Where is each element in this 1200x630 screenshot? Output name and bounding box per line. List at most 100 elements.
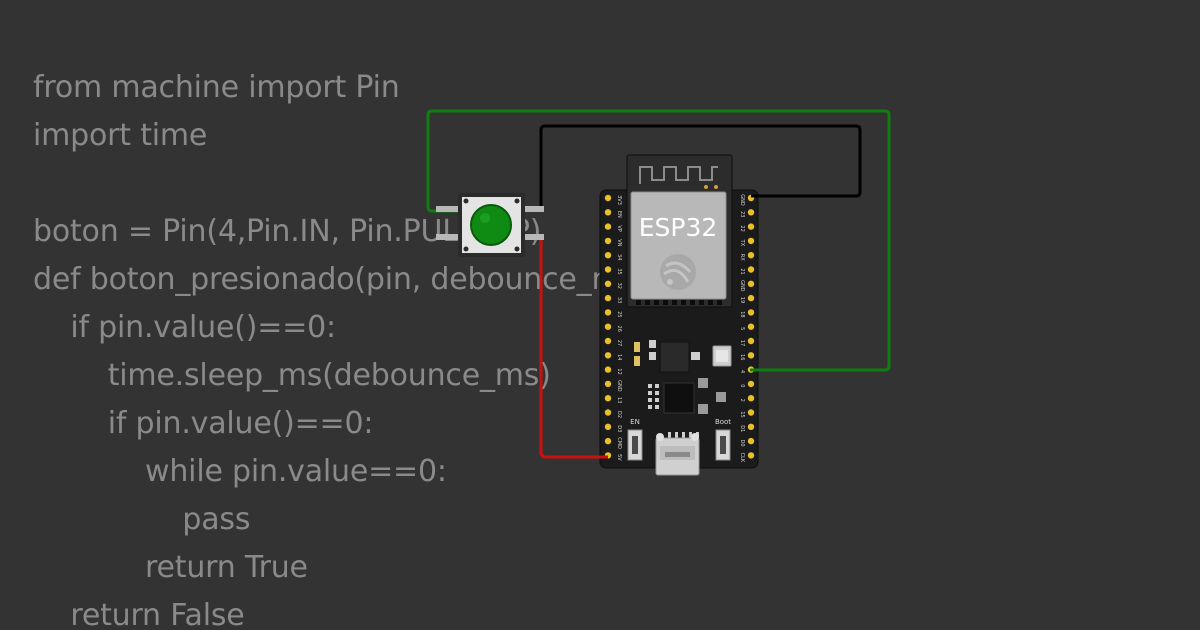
code-line: return False <box>33 598 245 630</box>
right-pin-18[interactable]: 18 <box>739 309 755 318</box>
pin-dot[interactable] <box>747 209 755 216</box>
left-pin-12[interactable]: 12 <box>604 366 622 375</box>
right-pin-tx[interactable]: TX <box>739 237 755 247</box>
left-pin-34[interactable]: 34 <box>604 252 622 260</box>
left-pin-vp[interactable]: VP <box>604 223 622 232</box>
pin-dot[interactable] <box>747 395 755 402</box>
left-pin-d3[interactable]: D3 <box>604 423 622 433</box>
right-pin-rx[interactable]: RX <box>739 252 755 261</box>
pin-dot[interactable] <box>604 395 612 402</box>
pin-dot[interactable] <box>604 409 612 416</box>
pin-dot[interactable] <box>604 380 612 388</box>
pin-dot[interactable] <box>604 423 612 430</box>
code-line: import time <box>33 118 208 153</box>
wire-red[interactable] <box>539 238 608 459</box>
pin-dot[interactable] <box>604 309 612 316</box>
right-pin-2[interactable]: 2 <box>739 395 755 402</box>
right-pin-23[interactable]: 23 <box>739 209 755 217</box>
pin-dot[interactable] <box>747 452 755 459</box>
left-pin-32[interactable]: 32 <box>604 280 622 289</box>
pin-dot[interactable] <box>604 194 612 202</box>
left-pin-vn[interactable]: VN <box>604 237 622 247</box>
pin-dot[interactable] <box>604 437 612 445</box>
wire-green[interactable] <box>426 109 891 372</box>
pin-label: 5V <box>616 454 622 461</box>
right-pin-clk[interactable]: CLK <box>739 452 755 463</box>
pin-dot[interactable] <box>604 352 612 359</box>
pin-dot[interactable] <box>747 294 755 302</box>
pin-dot[interactable] <box>604 209 612 216</box>
left-pin-d2[interactable]: D2 <box>604 409 622 418</box>
right-pin-15[interactable]: 15 <box>739 409 755 418</box>
right-pin-17[interactable]: 17 <box>739 337 755 346</box>
pin-dot[interactable] <box>747 409 755 416</box>
pin-label: 22 <box>739 225 745 231</box>
esp32-board[interactable]: ESP32 <box>599 154 759 476</box>
left-pin-26[interactable]: 26 <box>604 323 622 332</box>
code-line: from machine import Pin <box>33 70 400 105</box>
usb-connector[interactable] <box>655 433 700 476</box>
right-pin-19[interactable]: 19 <box>739 294 755 303</box>
left-pin-35[interactable]: 35 <box>604 266 622 275</box>
pin-dot[interactable] <box>604 237 612 245</box>
right-pin-22[interactable]: 22 <box>739 223 755 232</box>
pin-dot[interactable] <box>604 280 612 287</box>
pin-label: 34 <box>616 254 622 260</box>
pin-dot[interactable] <box>747 237 755 245</box>
pin-dot[interactable] <box>604 252 612 259</box>
left-pin-3v3[interactable]: 3V3 <box>604 194 622 205</box>
pin-dot[interactable] <box>604 223 612 230</box>
pin-dot[interactable] <box>604 294 612 302</box>
pin-label: CMD <box>616 437 622 449</box>
pin-label: GND <box>739 194 745 206</box>
left-pin-33[interactable]: 33 <box>604 294 622 303</box>
pin-dot[interactable] <box>747 380 755 388</box>
pin-dot[interactable] <box>747 223 755 230</box>
boot-button[interactable] <box>715 429 731 461</box>
left-pin-25[interactable]: 25 <box>604 309 622 318</box>
left-pin-cmd[interactable]: CMD <box>604 437 622 449</box>
boot-label: Boot <box>715 418 731 426</box>
pin-dot[interactable] <box>604 337 612 345</box>
left-pin-14[interactable]: 14 <box>604 352 622 360</box>
pin-label: 17 <box>739 340 745 346</box>
pin-dot[interactable] <box>747 280 755 287</box>
wire-black[interactable] <box>539 124 862 211</box>
pushbutton[interactable] <box>436 193 544 257</box>
pin-dot[interactable] <box>604 266 612 273</box>
pin-dot[interactable] <box>604 323 612 330</box>
pin-dot[interactable] <box>747 437 755 445</box>
left-pin-27[interactable]: 27 <box>604 337 622 346</box>
green-pushbutton-icon[interactable] <box>470 204 512 246</box>
en-label: EN <box>630 418 640 426</box>
pin-dot[interactable] <box>747 323 755 330</box>
right-pin-d1[interactable]: D1 <box>739 423 755 433</box>
pin-label: 13 <box>616 397 622 403</box>
pin-dot[interactable] <box>747 266 755 273</box>
pin-dot[interactable] <box>747 309 755 316</box>
pin-dot[interactable] <box>747 352 755 359</box>
pin-label: 12 <box>616 368 622 374</box>
en-button[interactable] <box>627 429 643 461</box>
pin-label: CLK <box>739 453 745 463</box>
pin-label: 4 <box>739 370 745 373</box>
left-pin-en[interactable]: EN <box>604 209 622 218</box>
pin-dot[interactable] <box>747 423 755 430</box>
left-pin-13[interactable]: 13 <box>604 395 622 403</box>
right-pin-gnd[interactable]: GND <box>739 280 755 292</box>
code-line: if pin.value()==0: <box>33 406 374 441</box>
pin-label: D2 <box>616 411 622 418</box>
pin-dot[interactable] <box>747 337 755 345</box>
left-pin-gnd[interactable]: GND <box>604 380 622 392</box>
pin-dot[interactable] <box>747 252 755 259</box>
right-pin-16[interactable]: 16 <box>739 352 755 360</box>
right-pin-21[interactable]: 21 <box>739 266 755 275</box>
right-pin-5[interactable]: 5 <box>739 323 755 331</box>
code-line: if pin.value()==0: <box>33 310 336 345</box>
pin-dot[interactable] <box>604 366 612 373</box>
code-line: time.sleep_ms(debounce_ms) <box>33 358 551 393</box>
pin-label: 18 <box>739 311 745 317</box>
right-pin-d0[interactable]: D0 <box>739 437 755 447</box>
right-pin-0[interactable]: 0 <box>739 380 755 388</box>
